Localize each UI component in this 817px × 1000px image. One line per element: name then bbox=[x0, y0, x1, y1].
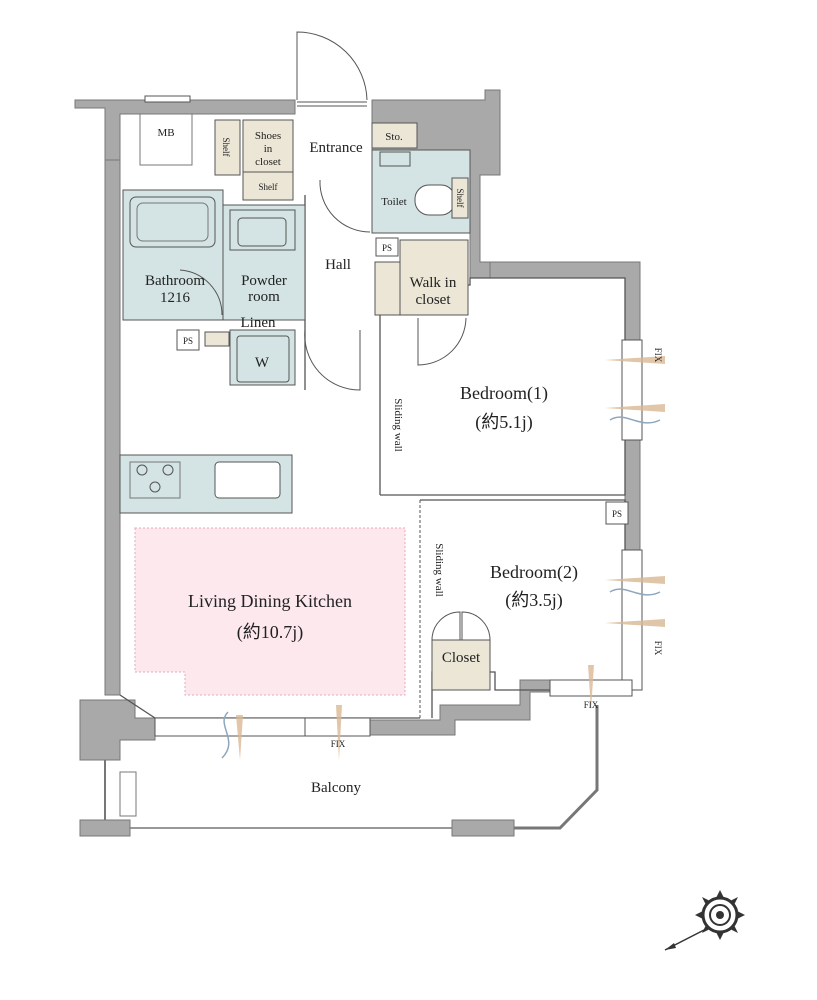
toilet-bowl bbox=[414, 184, 456, 216]
walk-in-closet-left bbox=[374, 261, 401, 316]
fix-right-bottom-label: FIX bbox=[653, 641, 663, 656]
storage-label: Sto. bbox=[385, 131, 403, 143]
burner-icon bbox=[136, 464, 148, 476]
sliding-wall-1-label: Sliding wall bbox=[392, 398, 404, 451]
washer-tray bbox=[236, 335, 290, 383]
burner-icon bbox=[149, 481, 161, 493]
linen-shelf bbox=[204, 331, 230, 347]
compass-icon bbox=[664, 890, 745, 951]
toilet-door bbox=[319, 179, 371, 233]
sunlight-icon bbox=[236, 356, 665, 760]
toilet-tank bbox=[379, 151, 411, 167]
closet-door-left bbox=[431, 611, 461, 641]
ldk-label: Living Dining Kitchen bbox=[188, 591, 352, 611]
doors bbox=[179, 31, 491, 718]
entrance-door bbox=[296, 31, 368, 101]
toilet-shelf-label: Shelf bbox=[455, 189, 465, 208]
bedroom1-size: (約5.1j) bbox=[475, 412, 533, 433]
mb-label: MB bbox=[157, 127, 174, 139]
shelf-left bbox=[214, 119, 241, 176]
bathroom-label-2: 1216 bbox=[160, 290, 191, 306]
fix-right-top-label: FIX bbox=[653, 348, 663, 363]
balcony-unit bbox=[119, 771, 137, 817]
wall-left bbox=[104, 159, 121, 696]
breeze-icon bbox=[221, 416, 661, 759]
window-bedroom2 bbox=[621, 549, 643, 691]
powder-room-label-2: room bbox=[248, 289, 280, 305]
bedroom1-label: Bedroom(1) bbox=[460, 383, 548, 404]
ps-box-bath bbox=[176, 329, 200, 351]
closet-bedroom2 bbox=[431, 639, 491, 691]
burner-icon bbox=[162, 464, 174, 476]
walk-in-door bbox=[417, 317, 467, 366]
hall-door bbox=[304, 329, 361, 391]
balcony-edge bbox=[514, 705, 599, 830]
washer-label: W bbox=[255, 355, 270, 371]
ps-hall-label: PS bbox=[382, 243, 392, 253]
sliding-wall-2-label: Sliding wall bbox=[433, 543, 445, 596]
bedroom2-label: Bedroom(2) bbox=[490, 562, 578, 583]
shelf-bottom bbox=[242, 171, 294, 201]
balcony-label: Balcony bbox=[311, 780, 361, 796]
closet-label: Closet bbox=[442, 650, 481, 666]
toilet-shelf-box bbox=[451, 177, 469, 219]
bedroom2-size: (約3.5j) bbox=[505, 590, 563, 611]
ps-box-bedroom2 bbox=[605, 501, 629, 525]
windows bbox=[144, 95, 643, 737]
hall-label: Hall bbox=[325, 257, 351, 273]
toilet-label: Toilet bbox=[381, 196, 407, 208]
bath-door bbox=[179, 269, 223, 316]
bathtub-inner bbox=[136, 202, 209, 242]
shelf-left-label: Shelf bbox=[221, 138, 231, 157]
vanity-basin bbox=[237, 217, 287, 247]
powder-room-label-1: Powder bbox=[241, 273, 287, 289]
shoes-closet-label-3: closet bbox=[255, 156, 281, 168]
bathroom-label-1: Bathroom bbox=[145, 273, 205, 289]
ldk-outline bbox=[119, 694, 420, 719]
window-bedroom1 bbox=[621, 339, 643, 441]
wall-right-upper bbox=[489, 261, 641, 341]
ps-bath-label: PS bbox=[183, 336, 193, 346]
closet-door-right bbox=[461, 611, 491, 641]
fix-corner-label: FIX bbox=[584, 700, 599, 710]
shoes-closet-label-1: Shoes bbox=[255, 130, 281, 142]
shoes-closet-label-2: in bbox=[264, 143, 273, 155]
walk-in-label-2: closet bbox=[416, 292, 452, 308]
storage-sto bbox=[371, 122, 418, 149]
linen-label: Linen bbox=[241, 315, 276, 331]
ldk-area bbox=[134, 527, 406, 696]
kitchen-sink bbox=[214, 461, 281, 499]
vanity-sink bbox=[229, 209, 296, 251]
walk-in-label-1: Walk in bbox=[410, 275, 457, 291]
fix-bottom-label: FIX bbox=[331, 739, 346, 749]
storage-areas bbox=[204, 119, 491, 691]
wall-bottom-left bbox=[79, 699, 156, 761]
entrance-label: Entrance bbox=[309, 140, 363, 156]
burner-icons bbox=[136, 464, 174, 493]
ps-bedroom2-label: PS bbox=[612, 509, 622, 519]
balcony-rail-left bbox=[79, 819, 131, 837]
wet-areas bbox=[119, 149, 471, 514]
washer-area bbox=[229, 329, 296, 386]
window-mb bbox=[144, 95, 191, 103]
ps-box-hall bbox=[375, 237, 399, 257]
ldk-size: (約10.7j) bbox=[237, 622, 304, 643]
window-bottom bbox=[154, 717, 371, 737]
wall-right-mid bbox=[624, 439, 641, 551]
mb-box bbox=[139, 113, 193, 166]
bathtub bbox=[129, 196, 216, 248]
shelf-bottom-label: Shelf bbox=[259, 182, 278, 192]
balcony-rail-mid bbox=[451, 819, 515, 837]
walk-in-closet bbox=[399, 239, 469, 316]
